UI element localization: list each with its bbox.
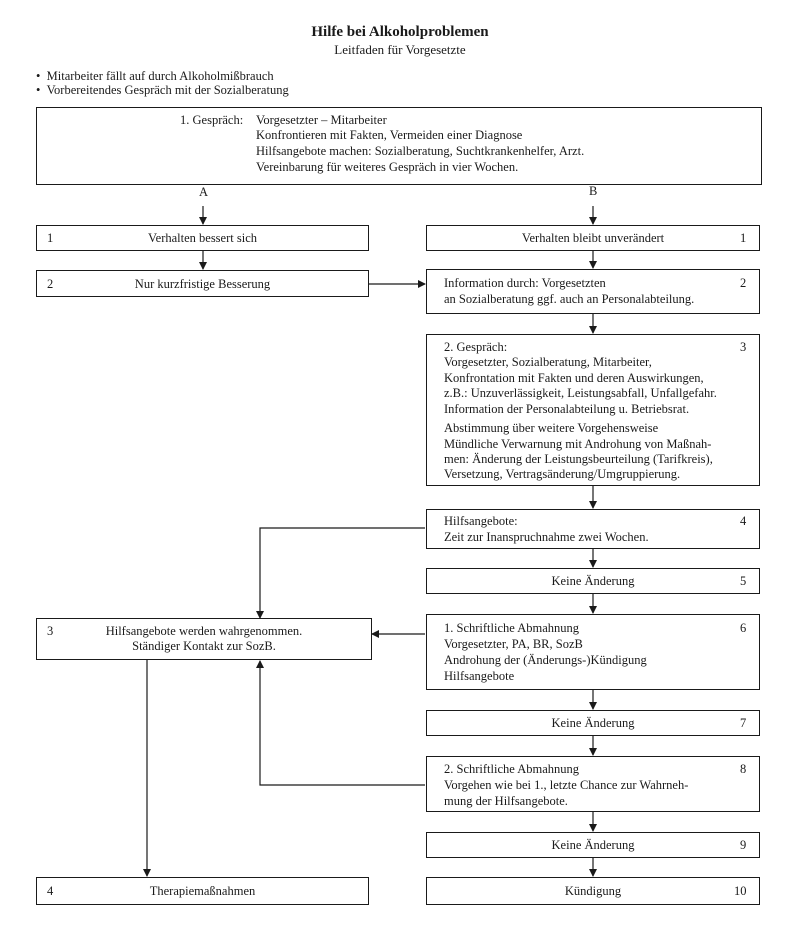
right-box-4-line: Zeit zur Inanspruchnahme zwei Wochen. (444, 530, 649, 544)
right-box-5 (426, 568, 760, 594)
right-box-7 (426, 710, 760, 736)
left-box-3-line: Ständiger Kontakt zur SozB. (132, 639, 276, 653)
right-box-10-text: Kündigung (564, 884, 622, 898)
step-number: 7 (740, 716, 747, 730)
right-box-8-line: mung der Hilfsangebote. (444, 794, 568, 808)
first-talk-line: Vereinbarung für weiteres Gespräch in vi… (256, 160, 519, 174)
first-talk-line: Vorgesetzter – Mitarbeiter (256, 113, 387, 127)
right-box-9 (426, 832, 760, 858)
bullet-text: Mitarbeiter fällt auf durch Alkoholmißbr… (46, 69, 274, 83)
right-box-3-line: men: Änderung der Leistungsbeurteilung (… (444, 452, 713, 466)
right-box-8-line: 2. Schriftliche Abmahnung (444, 762, 580, 776)
right-box-5-text: Keine Änderung (551, 574, 635, 588)
first-talk-line: Konfrontieren mit Fakten, Vermeiden eine… (256, 128, 523, 142)
right-box-3-line: Vorgesetzter, Sozialberatung, Mitarbeite… (444, 355, 652, 369)
left-box-3-line: Hilfsangebote werden wahrgenommen. (105, 624, 303, 638)
right-box-1 (426, 225, 760, 251)
right-box-10 (426, 877, 760, 905)
right-box-2-line: an Sozialberatung ggf. auch an Personala… (444, 292, 695, 306)
right-box-7-text: Keine Änderung (551, 716, 635, 730)
step-number: 8 (740, 762, 747, 776)
right-box-6-line: Androhung der (Änderungs-)Kündigung (444, 653, 647, 667)
right-box-4 (426, 509, 760, 549)
right-box-6 (426, 614, 760, 690)
left-box-1 (36, 225, 369, 251)
right-box-6-line: Vorgesetzter, PA, BR, SozB (444, 637, 583, 651)
left-box-4 (36, 877, 369, 905)
branch-b-label: B (589, 184, 598, 198)
right-box-3-line: Mündliche Verwarnung mit Androhung von M… (444, 437, 712, 451)
right-box-3 (426, 334, 760, 486)
step-number: 1 (47, 231, 54, 245)
first-talk-line: Hilfsangebote machen: Sozialberatung, Su… (256, 144, 585, 158)
right-box-2-line: Information durch: Vorgesetzten (444, 276, 606, 290)
right-box-8 (426, 756, 760, 812)
branch-a-label: A (199, 185, 209, 199)
step-number: 1 (740, 231, 747, 245)
left-box-4-text: Therapiemaßnahmen (149, 884, 256, 898)
step-number: 3 (740, 340, 747, 354)
left-box-1-text: Verhalten bessert sich (148, 231, 257, 245)
right-box-9-text: Keine Änderung (551, 838, 635, 852)
right-box-3-line: Abstimmung über weitere Vorgehensweise (444, 421, 659, 435)
arrow-r4-to-l3 (256, 527, 425, 619)
step-number: 9 (740, 838, 747, 852)
left-box-3 (36, 618, 372, 660)
right-box-3-line: Information der Personalabteilung u. Bet… (444, 402, 690, 416)
right-box-6-line: Hilfsangebote (444, 669, 515, 683)
right-box-1-text: Verhalten bleibt unverändert (521, 231, 665, 245)
first-talk-label: 1. Gespräch: (180, 113, 244, 127)
step-number: 4 (740, 514, 747, 528)
right-box-8-line: Vorgehen wie bei 1., letzte Chance zur W… (444, 778, 689, 792)
bullet-item: • Mitarbeiter fällt auf durch Alkoholmiß… (36, 69, 274, 83)
right-box-3-line: Versetzung, Vertragsänderung/Umgruppieru… (444, 467, 681, 481)
step-number: 2 (47, 277, 54, 291)
right-box-3-line: z.B.: Unzuverlässigkeit, Leistungsabfall… (444, 386, 717, 400)
page-title: Hilfe bei Alkoholproblemen (311, 24, 489, 40)
step-number: 5 (740, 574, 747, 588)
step-number: 4 (47, 884, 54, 898)
first-talk-box (36, 107, 762, 185)
right-box-3-line: 2. Gespräch: (444, 340, 508, 354)
arrow-r8-to-l3 (256, 660, 425, 786)
page-subtitle: Leitfaden für Vorgesetzte (334, 42, 466, 57)
left-box-2 (36, 270, 369, 297)
right-box-4-line: Hilfsangebote: (444, 514, 518, 528)
step-number: 2 (740, 276, 747, 290)
step-number: 3 (47, 624, 54, 638)
right-box-6-line: 1. Schriftliche Abmahnung (444, 621, 580, 635)
step-number: 6 (740, 621, 747, 635)
right-box-2 (426, 269, 760, 314)
step-number: 10 (734, 884, 747, 898)
bullet-text: Vorbereitendes Gespräch mit der Sozialbe… (46, 83, 289, 97)
bullet-item: • Vorbereitendes Gespräch mit der Sozial… (36, 83, 289, 97)
left-box-2-text: Nur kurzfristige Besserung (134, 277, 271, 291)
right-box-3-line: Konfrontation mit Fakten und deren Auswi… (444, 371, 704, 385)
